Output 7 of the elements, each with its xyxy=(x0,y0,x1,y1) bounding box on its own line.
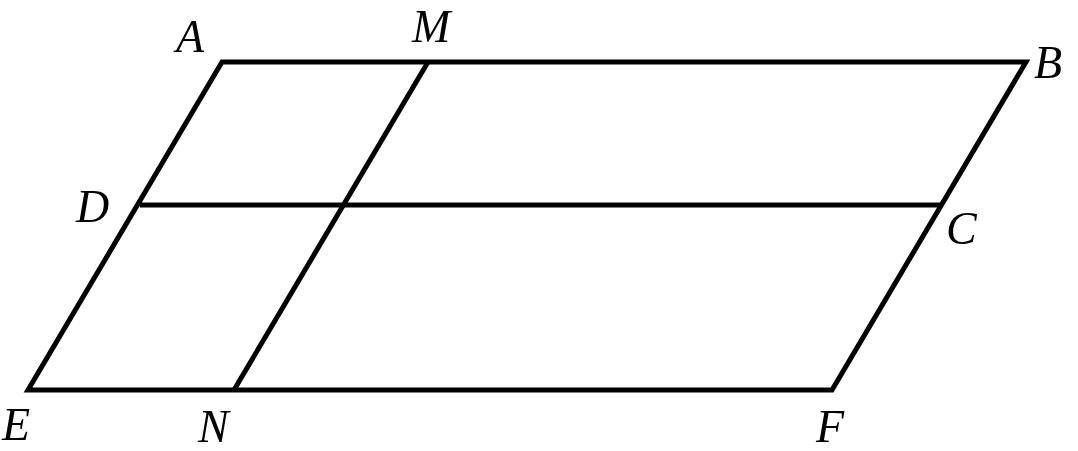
vertex-label: B xyxy=(1034,40,1063,86)
vertex-label: C xyxy=(946,206,977,252)
vertex-label: E xyxy=(2,402,31,448)
vertex-label: M xyxy=(412,4,451,50)
vertex-label: D xyxy=(76,184,110,230)
vertex-label: N xyxy=(198,404,229,450)
vertex-label: F xyxy=(816,404,845,450)
